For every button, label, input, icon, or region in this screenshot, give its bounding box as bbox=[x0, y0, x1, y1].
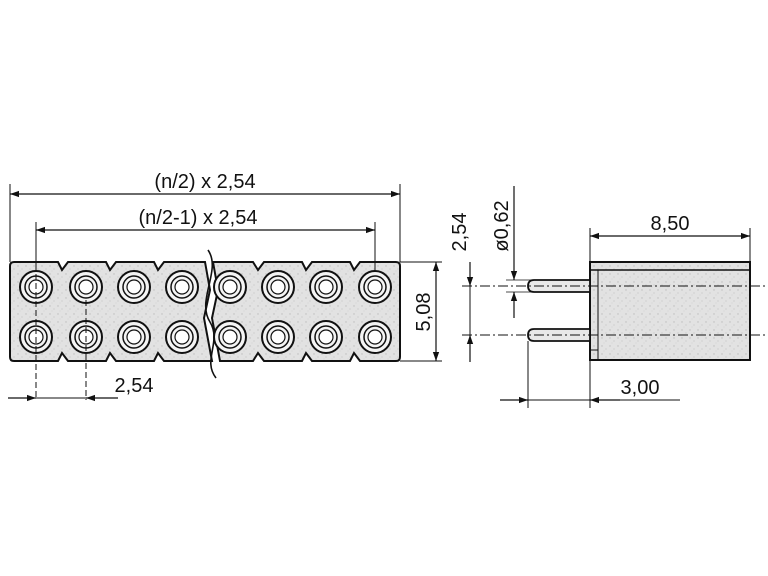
body-depth-label: 8,50 bbox=[651, 213, 690, 235]
contact-hole bbox=[165, 320, 199, 354]
row-pitch-label: 2,54 bbox=[449, 213, 471, 252]
contact-hole bbox=[117, 320, 151, 354]
contact-hole bbox=[309, 320, 343, 354]
contact-hole bbox=[358, 270, 392, 304]
contact-hole bbox=[69, 270, 103, 304]
pitch-span-label: (n/2-1) x 2,54 bbox=[139, 207, 258, 229]
height-label: 5,08 bbox=[413, 293, 435, 332]
dim-overall-width: (n/2) x 2,54 bbox=[9, 171, 401, 262]
dim-pitch-span: (n/2-1) x 2,54 bbox=[35, 207, 376, 272]
pin-length-label: 3,00 bbox=[621, 377, 660, 399]
contact-hole bbox=[213, 320, 247, 354]
connector-body-right bbox=[210, 261, 401, 362]
dim-pin-length: 3,00 bbox=[500, 341, 680, 408]
contact-hole bbox=[309, 270, 343, 304]
contact-hole bbox=[261, 320, 295, 354]
pin-diameter-label: ø0,62 bbox=[491, 200, 513, 251]
contact-hole bbox=[213, 270, 247, 304]
front-view bbox=[9, 249, 401, 400]
side-view bbox=[462, 261, 765, 361]
overall-width-label: (n/2) x 2,54 bbox=[154, 171, 255, 193]
dim-body-depth: 8,50 bbox=[589, 213, 751, 262]
break-line bbox=[204, 249, 217, 379]
dim-pitch: 2,54 bbox=[8, 375, 154, 402]
contact-hole bbox=[165, 270, 199, 304]
contact-hole bbox=[117, 270, 151, 304]
contact-holes bbox=[19, 270, 392, 354]
dim-row-pitch: 2,54 bbox=[449, 213, 474, 362]
dim-pin-diameter: ø0,62 bbox=[491, 186, 590, 318]
contact-hole bbox=[261, 270, 295, 304]
pitch-label: 2,54 bbox=[115, 375, 154, 397]
side-body bbox=[589, 261, 751, 361]
connector-body bbox=[9, 261, 214, 362]
contact-hole bbox=[358, 320, 392, 354]
dim-height: 5,08 bbox=[400, 261, 442, 362]
